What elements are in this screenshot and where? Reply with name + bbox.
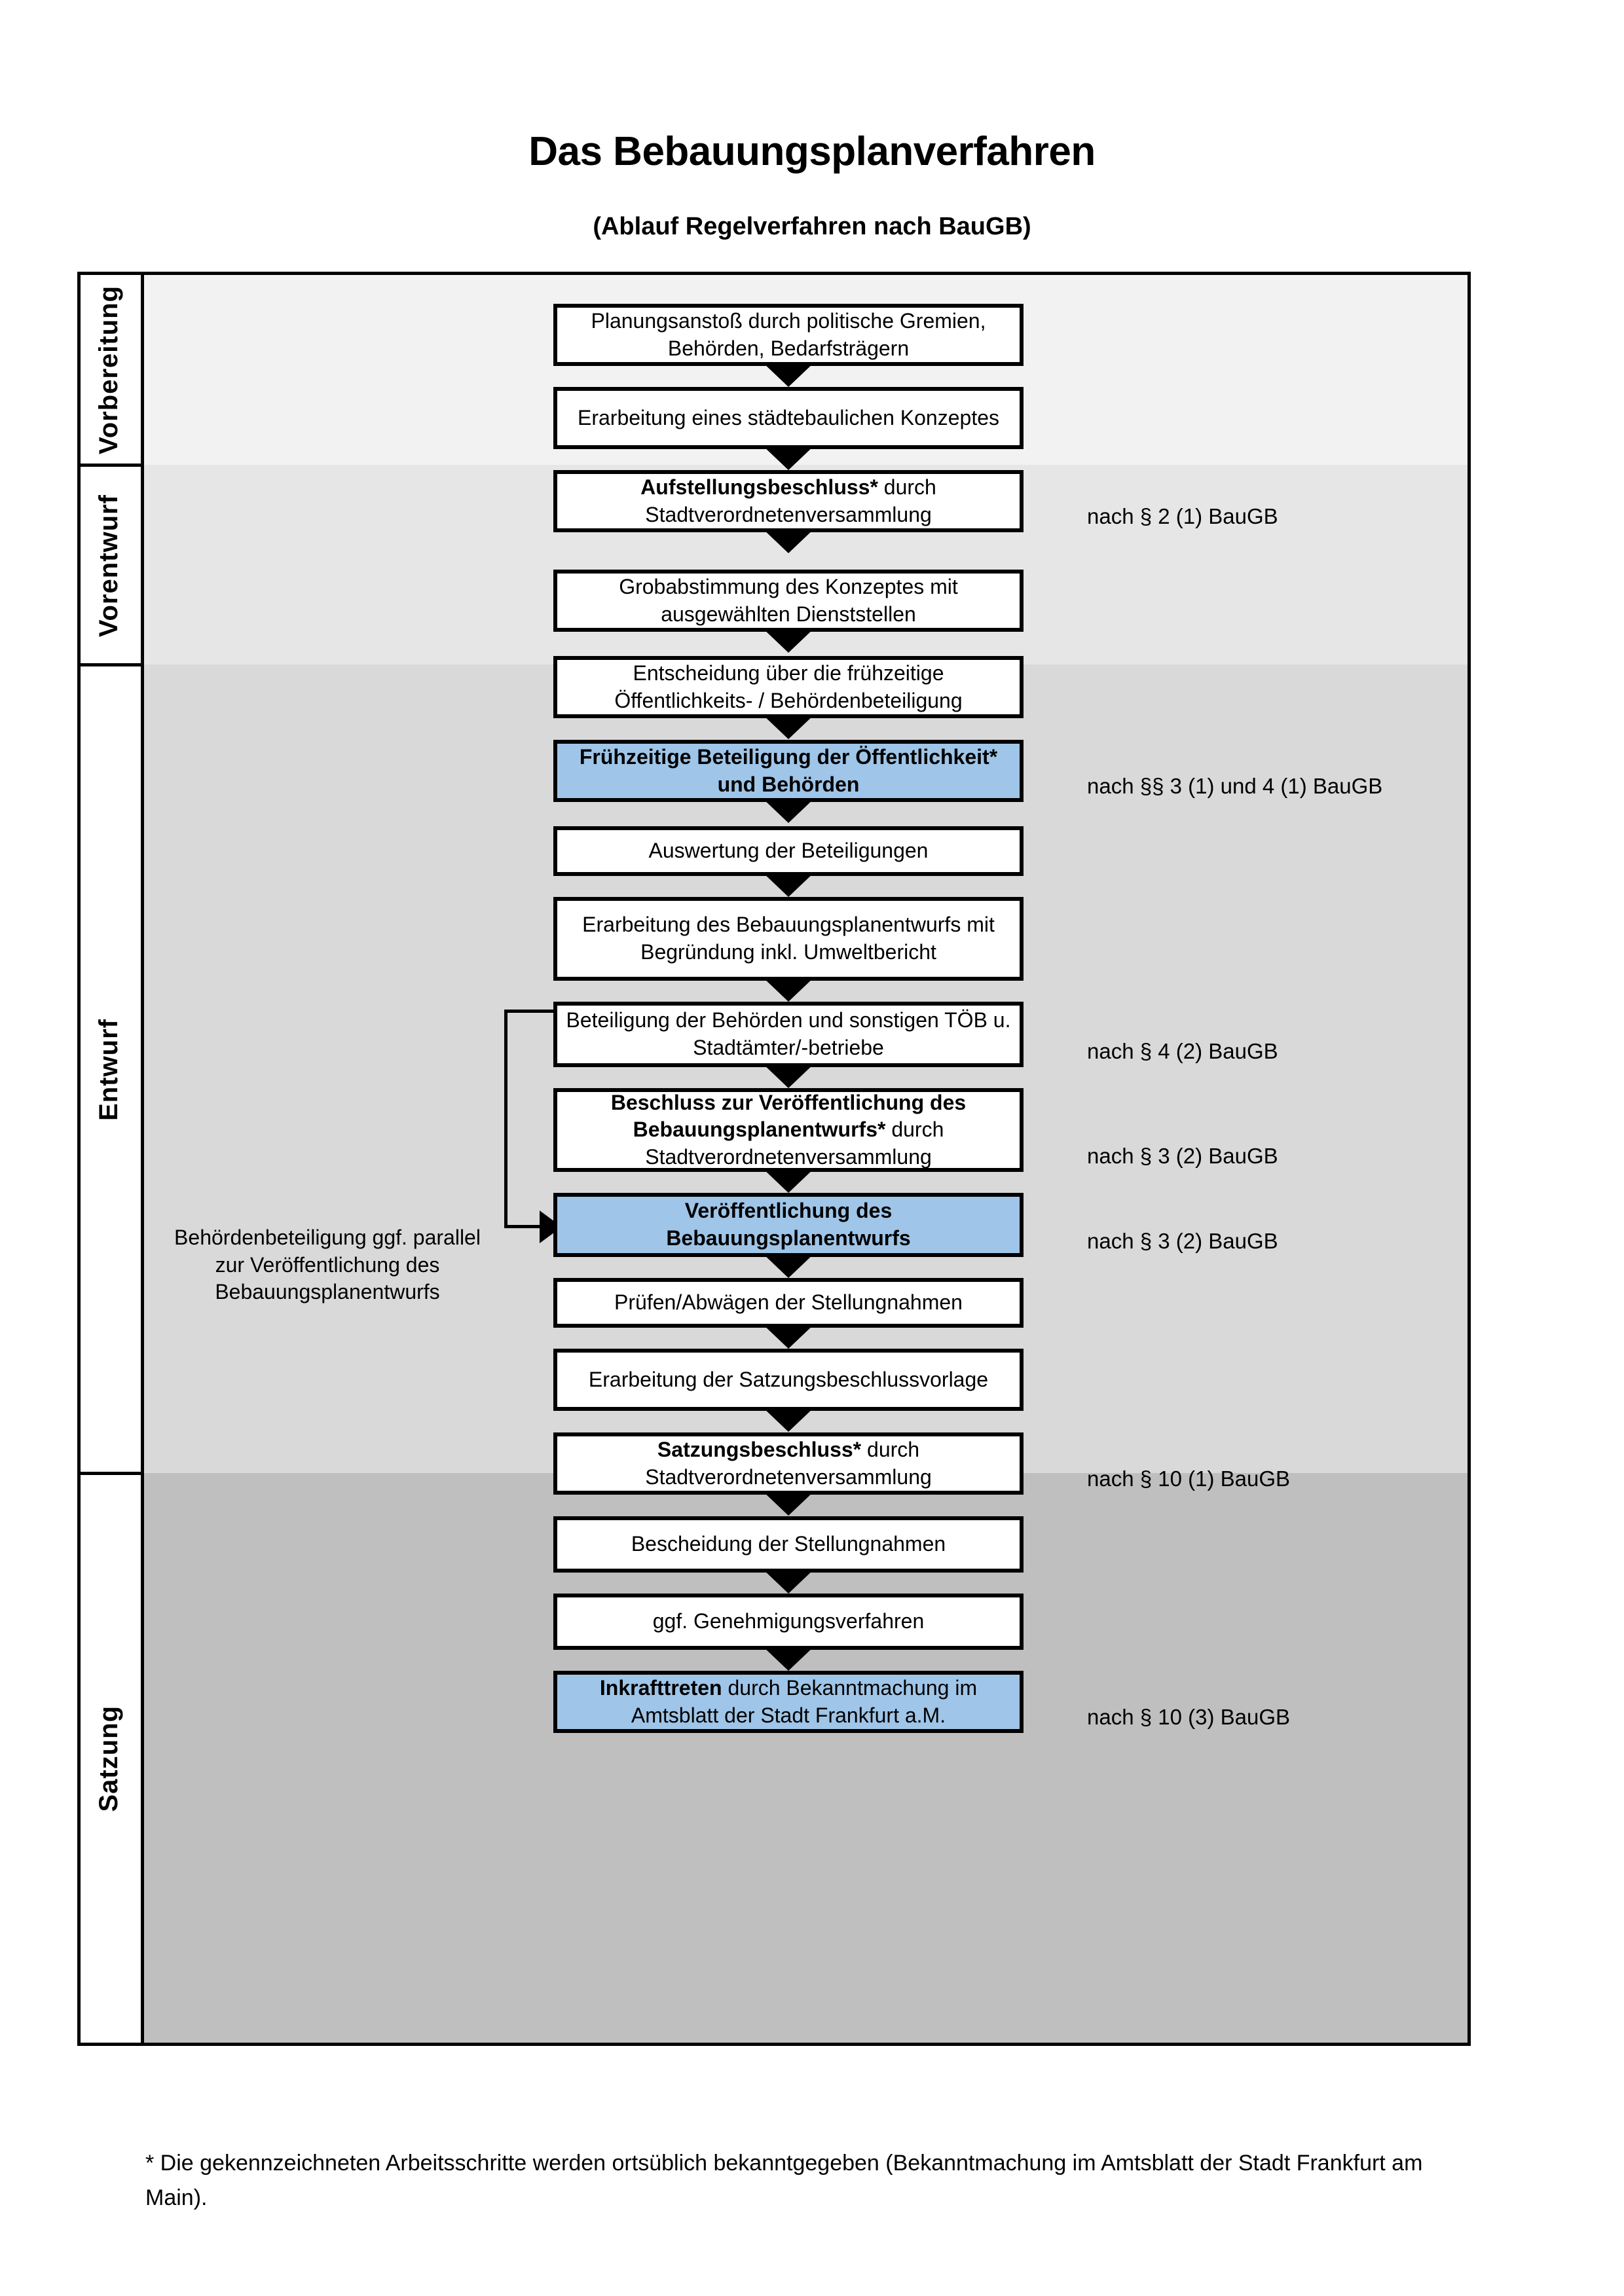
legal-reference-3-4: nach §§ 3 (1) und 4 (1) BauGB xyxy=(1087,774,1383,798)
process-box-erarbeitung-bplan[interactable]: Erarbeitung des Bebauungsplanentwurfs mi… xyxy=(553,897,1024,981)
stage-column-rule xyxy=(141,272,144,2046)
flow-arrow-down-icon xyxy=(762,362,815,387)
legal-reference-2-1: nach § 2 (1) BauGB xyxy=(1087,504,1278,528)
process-box-bold: Veröffentlichung des Bebauungsplanentwur… xyxy=(666,1199,911,1250)
flow-arrow-down-icon xyxy=(762,1324,815,1349)
process-box-bold: Frühzeitige Beteiligung der Öffentlichke… xyxy=(579,744,998,796)
process-box-text: Satzungsbeschluss* durch Stadtverordnete… xyxy=(563,1436,1014,1491)
process-box-aufstellungsbeschluss[interactable]: Aufstellungsbeschluss* durch Stadtverord… xyxy=(553,470,1024,532)
process-box-text: Erarbeitung der Satzungsbeschlussvorlage xyxy=(589,1366,988,1394)
process-box-rest: Auswertung der Beteiligungen xyxy=(648,839,929,863)
process-box-text: Beteiligung der Behörden und sonstigen T… xyxy=(563,1007,1014,1061)
flow-arrow-down-icon xyxy=(762,872,815,897)
footnote: * Die gekennzeichneten Arbeitsschritte w… xyxy=(145,2151,1423,2210)
process-box-grobabstimmung[interactable]: Grobabstimmung des Konzeptes mit ausgewä… xyxy=(553,570,1024,632)
stage-divider xyxy=(77,663,141,666)
process-box-inkrafttreten[interactable]: Inkrafttreten durch Bekanntmachung im Am… xyxy=(553,1671,1024,1733)
process-box-planungsanstoss[interactable]: Planungsanstoß durch politische Gremien,… xyxy=(553,304,1024,366)
process-box-rest: ggf. Genehmigungsverfahren xyxy=(652,1609,925,1633)
flow-arrow-down-icon xyxy=(762,1168,815,1193)
process-box-veroeffentlichung[interactable]: Veröffentlichung des Bebauungsplanentwur… xyxy=(553,1193,1024,1257)
process-box-text: ggf. Genehmigungsverfahren xyxy=(653,1608,924,1635)
parallel-path-note: Behördenbeteiligung ggf. parallel zur Ve… xyxy=(174,1226,481,1304)
flow-arrow-down-icon xyxy=(762,1491,815,1516)
process-box-bold: Inkrafttreten xyxy=(599,1675,722,1700)
process-box-genehmigungsverfahren[interactable]: ggf. Genehmigungsverfahren xyxy=(553,1594,1024,1650)
process-box-satzungsbeschluss[interactable]: Satzungsbeschluss* durch Stadtverordnete… xyxy=(553,1432,1024,1495)
legal-reference-10-1: nach § 10 (1) BauGB xyxy=(1087,1467,1291,1491)
process-box-auswertung[interactable]: Auswertung der Beteiligungen xyxy=(553,826,1024,876)
flow-arrow-down-icon xyxy=(762,798,815,823)
flow-arrow-down-icon xyxy=(762,1407,815,1432)
process-box-text: Erarbeitung des Bebauungsplanentwurfs mi… xyxy=(563,911,1014,966)
parallel-connector-vertical xyxy=(504,1010,507,1225)
parallel-connector-bottom xyxy=(504,1225,542,1228)
flow-arrow-down-icon xyxy=(762,445,815,470)
process-box-bescheidung[interactable]: Bescheidung der Stellungnahmen xyxy=(553,1516,1024,1573)
process-box-entscheidung[interactable]: Entscheidung über die frühzeitige Öffent… xyxy=(553,656,1024,718)
process-box-fruehzeitige-beteiligung[interactable]: Frühzeitige Beteiligung der Öffentlichke… xyxy=(553,740,1024,802)
flow-arrow-down-icon xyxy=(762,1569,815,1594)
flow-arrow-down-icon xyxy=(762,1063,815,1088)
flow-arrow-down-icon xyxy=(762,528,815,553)
stage-divider xyxy=(77,464,141,467)
process-box-staedtebau[interactable]: Erarbeitung eines städtebaulichen Konzep… xyxy=(553,387,1024,449)
legal-reference-4-2: nach § 4 (2) BauGB xyxy=(1087,1039,1278,1063)
legal-reference-3-2b: nach § 3 (2) BauGB xyxy=(1087,1229,1278,1253)
process-box-beschluss-veroeffentlichung[interactable]: Beschluss zur Veröffentlichung des Bebau… xyxy=(553,1088,1024,1172)
flow-arrow-down-icon xyxy=(762,628,815,653)
process-box-text: Entscheidung über die frühzeitige Öffent… xyxy=(563,660,1014,714)
flow-arrow-down-icon xyxy=(762,1646,815,1671)
flow-arrow-down-icon xyxy=(762,714,815,739)
process-box-text: Bescheidung der Stellungnahmen xyxy=(631,1531,946,1558)
diagram-frame xyxy=(77,272,1471,2046)
process-box-bold: Beschluss zur Veröffentlichung des Bebau… xyxy=(610,1090,967,1142)
process-box-bold: Satzungsbeschluss* xyxy=(657,1437,862,1461)
stage-divider xyxy=(77,1472,141,1475)
process-box-text: Grobabstimmung des Konzeptes mit ausgewä… xyxy=(563,574,1014,628)
process-box-bold: Aufstellungsbeschluss* xyxy=(640,475,878,499)
page-title: Das Bebauungsplanverfahren xyxy=(528,129,1096,174)
process-box-rest: Erarbeitung eines städtebaulichen Konzep… xyxy=(578,405,999,429)
process-box-rest: durch Stadtverordnetenversammlung xyxy=(645,475,936,526)
legal-reference-3-2a: nach § 3 (2) BauGB xyxy=(1087,1144,1278,1168)
process-box-rest: durch Stadtverordnetenversammlung xyxy=(645,1437,932,1489)
process-box-rest: Erarbeitung des Bebauungsplanentwurfs mi… xyxy=(582,913,995,964)
process-box-text: Veröffentlichung des Bebauungsplanentwur… xyxy=(563,1197,1014,1252)
page-subtitle: (Ablauf Regelverfahren nach BauGB) xyxy=(593,213,1031,240)
flow-arrow-down-icon xyxy=(762,1253,815,1278)
process-box-rest: Beteiligung der Behörden und sonstigen T… xyxy=(566,1008,1011,1059)
process-box-rest: Entscheidung über die frühzeitige Öffent… xyxy=(614,661,963,712)
parallel-connector-top xyxy=(504,1010,557,1013)
process-box-rest: durch Stadtverordnetenversammlung xyxy=(645,1118,944,1169)
legal-reference-10-3: nach § 10 (3) BauGB xyxy=(1087,1705,1291,1729)
process-box-text: Frühzeitige Beteiligung der Öffentlichke… xyxy=(563,744,1014,798)
process-box-satzungsbeschlussvorlage[interactable]: Erarbeitung der Satzungsbeschlussvorlage xyxy=(553,1349,1024,1411)
flow-arrow-down-icon xyxy=(762,977,815,1002)
process-box-rest: Grobabstimmung des Konzeptes mit ausgewä… xyxy=(619,574,958,626)
process-box-text: Auswertung der Beteiligungen xyxy=(649,837,929,865)
process-box-text: Erarbeitung eines städtebaulichen Konzep… xyxy=(578,405,999,432)
process-box-rest: Bescheidung der Stellungnahmen xyxy=(631,1532,946,1556)
process-box-rest: Planungsanstoß durch politische Gremien,… xyxy=(591,308,986,360)
process-box-text: Planungsanstoß durch politische Gremien,… xyxy=(563,308,1014,362)
process-box-text: Inkrafttreten durch Bekanntmachung im Am… xyxy=(563,1675,1014,1729)
process-box-rest: Prüfen/Abwägen der Stellungnahmen xyxy=(614,1290,963,1315)
process-box-text: Beschluss zur Veröffentlichung des Bebau… xyxy=(563,1089,1014,1171)
process-box-text: Aufstellungsbeschluss* durch Stadtverord… xyxy=(563,474,1014,528)
process-box-text: Prüfen/Abwägen der Stellungnahmen xyxy=(614,1289,963,1317)
process-box-rest: durch Bekanntmachung im Amtsblatt der St… xyxy=(631,1675,978,1727)
process-box-rest: Erarbeitung der Satzungsbeschlussvorlage xyxy=(588,1367,989,1391)
process-box-pruefen-abwaegen[interactable]: Prüfen/Abwägen der Stellungnahmen xyxy=(553,1278,1024,1328)
process-box-beteiligung-toeb[interactable]: Beteiligung der Behörden und sonstigen T… xyxy=(553,1002,1024,1067)
